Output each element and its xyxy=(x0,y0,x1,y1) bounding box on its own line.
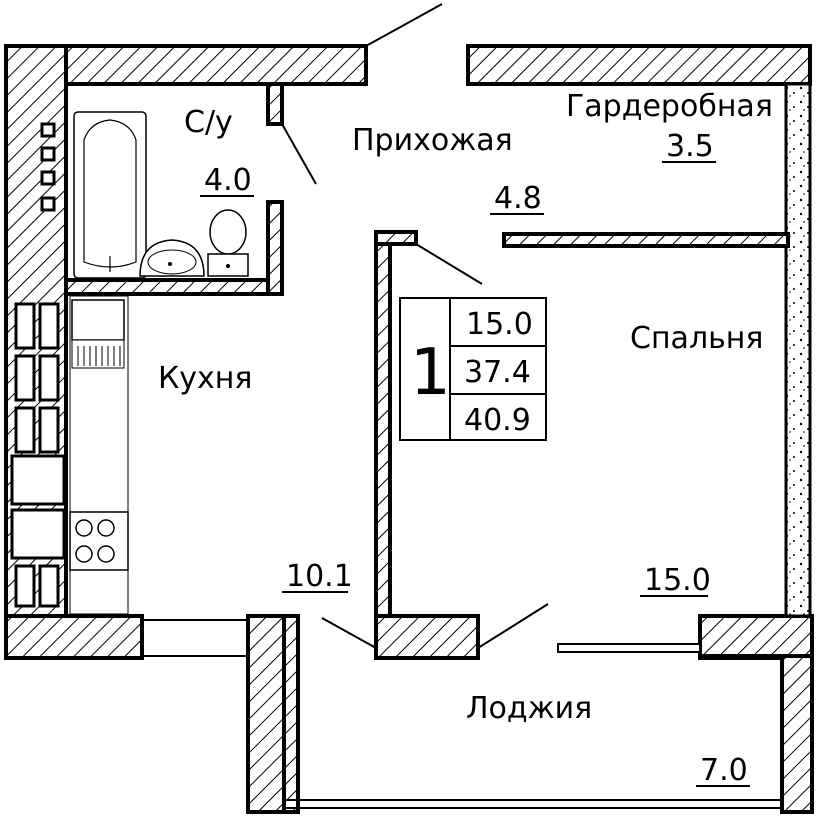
loggia-area: 7.0 xyxy=(700,753,748,788)
bedroom-area: 15.0 xyxy=(644,563,711,598)
kitchen-name: Кухня xyxy=(158,361,252,396)
summary-table: 1 15.0 37.4 40.9 xyxy=(399,297,547,441)
loggia-name: Лоджия xyxy=(466,691,592,726)
sink xyxy=(139,239,205,277)
rooms-count: 1 xyxy=(410,336,451,410)
total-with-loggia: 40.9 xyxy=(464,403,531,438)
hallway-name: Прихожая xyxy=(352,123,513,158)
wardrobe-area: 3.5 xyxy=(666,129,714,164)
right-insulated-wall xyxy=(784,82,812,618)
bathroom-area: 4.0 xyxy=(204,163,252,198)
toilet xyxy=(207,209,249,277)
wardrobe-name: Гардеробная xyxy=(566,89,773,124)
total-area: 37.4 xyxy=(464,355,531,390)
bedroom-name: Спальня xyxy=(630,321,763,356)
hallway-area: 4.8 xyxy=(494,181,542,216)
vent-shafts xyxy=(10,122,66,608)
bathtub xyxy=(73,111,147,279)
internal-walls xyxy=(64,82,790,618)
windows xyxy=(142,619,782,809)
stove xyxy=(69,511,129,571)
living-area: 15.0 xyxy=(466,307,533,342)
room-labels: С/у 4.0 Прихожая 4.8 Гардеробная 3.5 Спа… xyxy=(158,89,773,788)
bathroom-name: С/у xyxy=(184,105,233,140)
kitchen-area: 10.1 xyxy=(286,559,353,594)
door-swings xyxy=(281,3,549,649)
area-underlines xyxy=(200,161,750,787)
